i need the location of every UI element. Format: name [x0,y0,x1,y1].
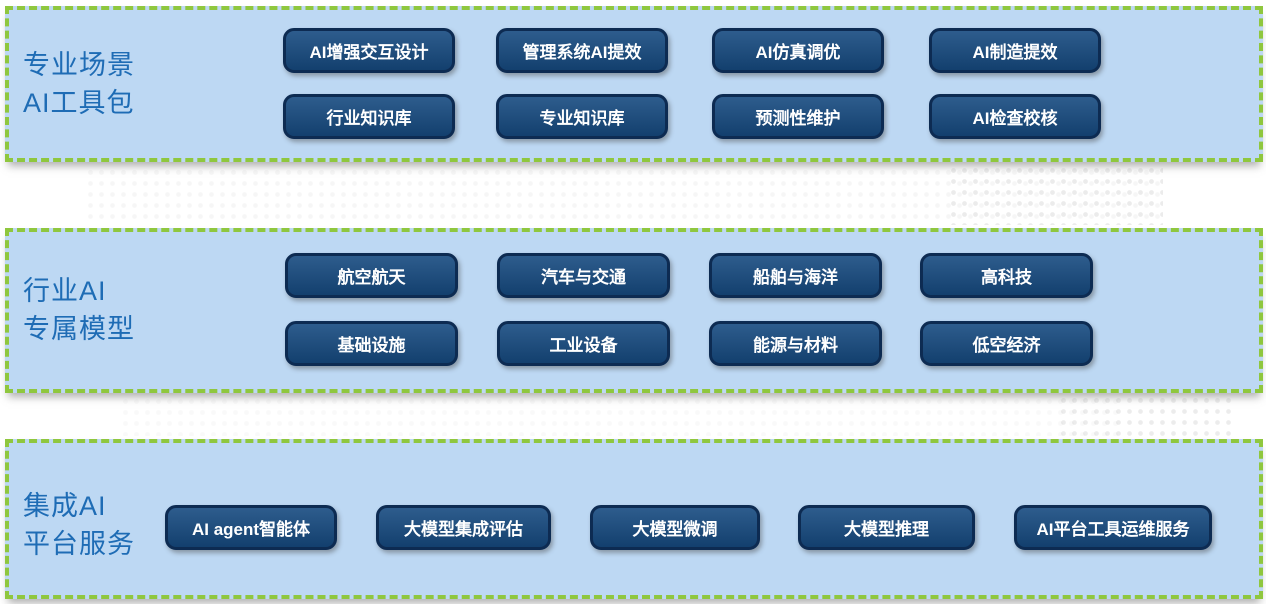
button-ai-simulation-tuning[interactable]: AI仿真调优 [712,28,884,73]
halftone-dots-decoration [948,165,1163,225]
section-label-line1: 集成AI [23,491,107,521]
section-label-professional-scenario: 专业场景 AI工具包 [23,46,135,122]
button-energy-materials[interactable]: 能源与材料 [709,321,882,366]
button-management-system-ai-efficiency[interactable]: 管理系统AI提效 [496,28,668,73]
section-label-line2: 专属模型 [23,314,135,344]
button-automotive-transportation[interactable]: 汽车与交通 [497,253,670,298]
section-label-line1: 专业场景 [23,50,135,80]
section-industry-ai-dedicated-models: 行业AI 专属模型 航空航天 汽车与交通 船舶与海洋 高科技 基础设施 工业设备… [5,228,1263,393]
button-llm-inference[interactable]: 大模型推理 [798,505,975,550]
button-ai-check-review[interactable]: AI检查校核 [929,94,1101,139]
button-aerospace[interactable]: 航空航天 [285,253,458,298]
section-label-line1: 行业AI [23,276,107,306]
section-integrated-ai-platform-services: 集成AI 平台服务 AI agent智能体 大模型集成评估 大模型微调 大模型推… [5,439,1263,599]
button-professional-knowledge-base[interactable]: 专业知识库 [496,94,668,139]
button-llm-integration-evaluation[interactable]: 大模型集成评估 [376,505,551,550]
button-infrastructure[interactable]: 基础设施 [285,321,458,366]
button-low-altitude-economy[interactable]: 低空经济 [920,321,1093,366]
button-ai-platform-tool-ops-service[interactable]: AI平台工具运维服务 [1014,505,1212,550]
button-ai-agent[interactable]: AI agent智能体 [165,505,337,550]
section-label-industry-ai: 行业AI 专属模型 [23,272,135,348]
button-industrial-equipment[interactable]: 工业设备 [497,321,670,366]
section-label-integrated-ai: 集成AI 平台服务 [23,487,135,563]
button-high-tech[interactable]: 高科技 [920,253,1093,298]
button-predictive-maintenance[interactable]: 预测性维护 [712,94,884,139]
button-ai-enhanced-interaction-design[interactable]: AI增强交互设计 [283,28,455,73]
section-label-line2: 平台服务 [23,529,135,559]
button-industry-knowledge-base[interactable]: 行业知识库 [283,94,455,139]
section-label-line2: AI工具包 [23,88,135,118]
halftone-dots-decoration [85,167,1165,223]
section-professional-scenario-ai-toolkit: 专业场景 AI工具包 AI增强交互设计 管理系统AI提效 AI仿真调优 AI制造… [5,6,1263,162]
halftone-dots-decoration [1058,395,1236,437]
halftone-dots-decoration [120,396,1120,436]
button-ai-manufacturing-efficiency[interactable]: AI制造提效 [929,28,1101,73]
button-llm-fine-tuning[interactable]: 大模型微调 [590,505,760,550]
button-ship-marine[interactable]: 船舶与海洋 [709,253,882,298]
